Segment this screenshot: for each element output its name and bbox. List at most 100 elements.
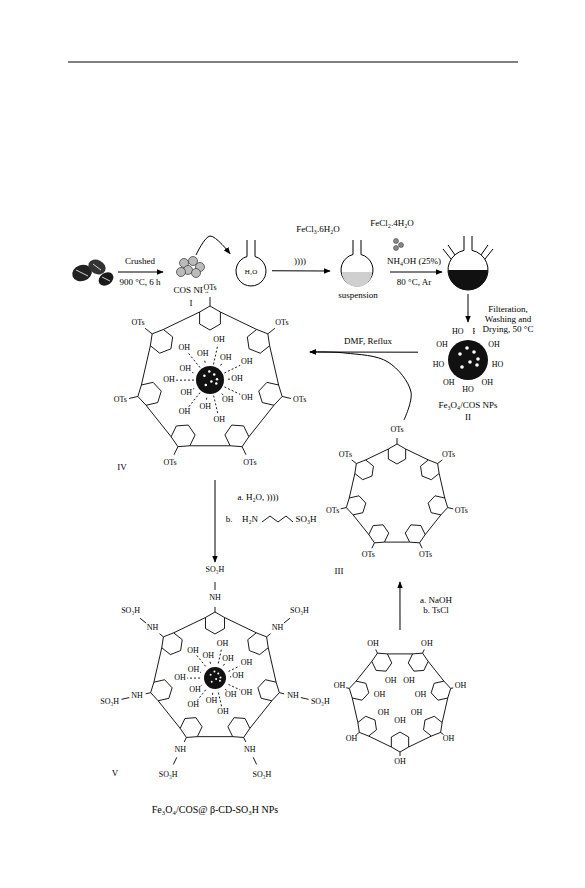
substituent-label: OH bbox=[345, 734, 359, 742]
glycosidic-bond bbox=[409, 736, 432, 747]
glucose-ring bbox=[258, 680, 279, 701]
substituent-label: HO bbox=[491, 361, 505, 369]
glycosidic-bond bbox=[439, 473, 445, 498]
round-flask bbox=[341, 240, 373, 286]
substituent-label: NH bbox=[130, 692, 144, 700]
substituent-label: NH bbox=[286, 692, 300, 700]
amine-bond bbox=[215, 607, 216, 612]
tosyl-bond bbox=[420, 543, 423, 548]
substituent-label: OH bbox=[224, 691, 238, 699]
substituent-label: OTs bbox=[338, 451, 353, 459]
arrow-condition: a. H₂O, )))) bbox=[236, 493, 279, 503]
core-speckle bbox=[208, 370, 211, 373]
reaction-arrow bbox=[310, 352, 411, 420]
substituent-label: OTs bbox=[389, 426, 404, 434]
three-neck-flask bbox=[443, 236, 493, 290]
substituent-label: OH bbox=[393, 758, 407, 766]
condition-label: FeCl₂.4H₂O bbox=[369, 219, 415, 229]
hydrogen-bond bbox=[213, 347, 217, 365]
core-speckle bbox=[468, 360, 472, 364]
substituent-label: OH bbox=[384, 677, 398, 685]
ethyl-chain bbox=[121, 698, 129, 700]
substituent-label: OTs bbox=[292, 396, 307, 404]
glycosidic-bond bbox=[174, 618, 206, 633]
glucose-ring bbox=[200, 306, 221, 330]
arrow-condition: DMF, Reflux bbox=[343, 337, 393, 347]
substituent-label: HO bbox=[451, 328, 465, 336]
core-speckle bbox=[210, 380, 213, 383]
glucose-ring bbox=[151, 680, 172, 701]
substituent-label: SO₃H bbox=[99, 698, 120, 706]
substituent-label: OTs bbox=[454, 506, 469, 514]
hydroxymethyl-bond bbox=[376, 650, 378, 654]
condition-label: FeCl₃.6H₂O bbox=[295, 225, 341, 235]
arrow-condition: )))) bbox=[293, 257, 307, 267]
tosyl-bond bbox=[129, 396, 138, 398]
structure-drawing bbox=[230, 238, 272, 290]
ethyl-chain bbox=[284, 618, 290, 623]
core-speckle bbox=[213, 373, 216, 376]
amine-bond bbox=[159, 634, 163, 637]
glucose-ring bbox=[355, 460, 374, 480]
glucose-ring bbox=[248, 633, 268, 655]
amine-bond bbox=[184, 737, 186, 742]
hydroxymethyl-bond bbox=[423, 650, 425, 654]
hydrogen-bond bbox=[212, 691, 214, 695]
substituent-label: NH bbox=[146, 624, 160, 632]
compound-label: II bbox=[465, 413, 471, 422]
substituent-label: OH bbox=[240, 393, 254, 401]
tosyl-cyclodextrin-nanocomposite: IVOTsOTsOTsOTsOTsOTsOTsOHOHOHOHOHOHOHOHO… bbox=[110, 280, 310, 480]
round-flask bbox=[236, 240, 266, 286]
tosyl-bond bbox=[397, 438, 398, 444]
ethyl-chain bbox=[253, 757, 256, 764]
substituent-label: OH bbox=[173, 674, 187, 682]
hydrogen-bond bbox=[210, 662, 211, 666]
glycosidic-bond bbox=[428, 661, 444, 681]
taurine-chain bbox=[262, 516, 293, 522]
substituent-label: OH bbox=[230, 375, 244, 383]
glycosidic-bond bbox=[190, 445, 230, 446]
core-speckle bbox=[203, 375, 206, 378]
substituent-label: OTs bbox=[325, 506, 340, 514]
tosyl-bond bbox=[372, 543, 375, 548]
core-speckle bbox=[472, 350, 476, 354]
core-speckle bbox=[460, 365, 464, 369]
substituent-label: OH bbox=[216, 708, 230, 716]
glucose-ring bbox=[372, 653, 392, 671]
condition-label: SO₃H bbox=[294, 515, 317, 525]
glucose-ring bbox=[349, 681, 368, 700]
condition-label: Crushed bbox=[124, 257, 156, 267]
substituent-label: OH bbox=[188, 685, 202, 693]
core-speckle bbox=[205, 384, 208, 387]
substituent-label: OTs bbox=[113, 396, 128, 404]
glycosidic-bond bbox=[197, 736, 232, 737]
hydrogen-bond bbox=[186, 678, 202, 679]
hydrogen-bond bbox=[214, 396, 218, 414]
glycosidic-bond bbox=[225, 618, 257, 633]
substituent-label: OH bbox=[178, 408, 192, 416]
hydroxymethyl-bond bbox=[400, 752, 401, 756]
substituent-label: NH bbox=[243, 746, 257, 754]
glycosidic-bond bbox=[356, 661, 372, 681]
magnetic-core bbox=[196, 366, 224, 394]
glucose-ring bbox=[388, 444, 405, 464]
substituent-label: OH bbox=[240, 658, 254, 666]
substituent-label: OH bbox=[178, 344, 192, 352]
substituent-label: OH bbox=[442, 379, 456, 387]
core-speckle bbox=[465, 346, 469, 350]
glycosidic-bond bbox=[220, 312, 256, 329]
tosyl-bond bbox=[268, 328, 275, 334]
substituent-label: OH bbox=[212, 336, 226, 344]
hydrogen-bond bbox=[218, 691, 222, 707]
substituent-label: OH bbox=[219, 354, 233, 362]
substituent-label: SO₃H bbox=[310, 698, 331, 706]
substituent-label: SO₃H bbox=[120, 606, 141, 614]
condition-label: b. bbox=[225, 515, 234, 525]
substituent-label: NH bbox=[271, 624, 285, 632]
substituent-label: OH bbox=[454, 682, 468, 690]
compound-label: Fe₃O₄/COS NPs bbox=[438, 401, 497, 410]
substituent-label: OH bbox=[487, 341, 501, 349]
ethyl-chain bbox=[140, 618, 146, 623]
substituent-label: OH bbox=[205, 697, 219, 705]
